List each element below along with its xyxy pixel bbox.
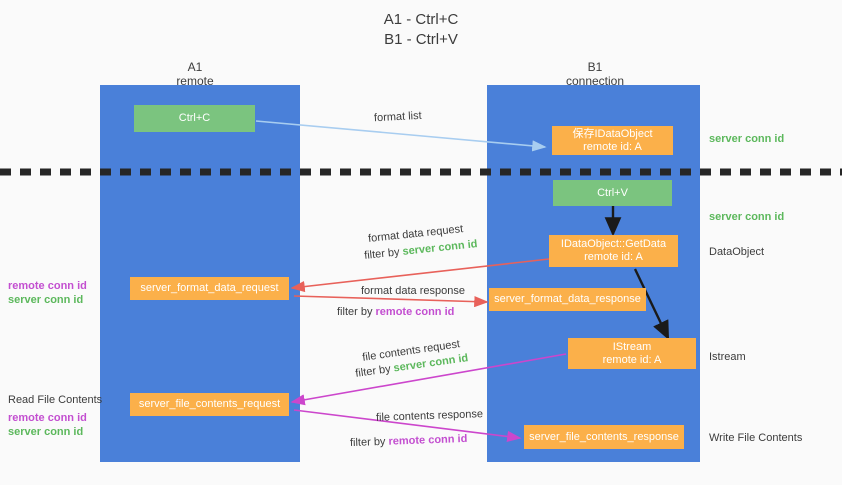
filter-key: remote conn id: [388, 432, 468, 448]
column-header-a1: A1 remote: [176, 60, 214, 88]
node-save-idataobject[interactable]: 保存IDataObject remote id: A: [552, 126, 673, 155]
node-getdata[interactable]: IDataObject::GetData remote id: A: [549, 235, 678, 267]
diagram-title: A1 - Ctrl+C B1 - Ctrl+V: [383, 11, 459, 48]
node-server-file-contents-response[interactable]: server_file_contents_response: [524, 425, 684, 449]
node-ctrl-c[interactable]: Ctrl+C: [134, 105, 255, 132]
node-server-format-data-response[interactable]: server_format_data_response: [489, 288, 646, 311]
node-server-file-contents-request[interactable]: server_file_contents_request: [130, 393, 289, 416]
label-server-conn-id-mid: server conn id: [709, 211, 785, 223]
node-server-format-data-request[interactable]: server_format_data_request: [130, 277, 289, 300]
filter-prefix: filter by: [337, 306, 376, 318]
edge-label-format-data-response: format data response: [361, 285, 465, 297]
edge-label-file-contents-response: file contents response: [375, 408, 484, 424]
label-server-conn-id-left-bottom: server conn id: [8, 426, 84, 438]
filter-key: remote conn id: [375, 306, 455, 318]
filter-prefix: filter by: [349, 435, 389, 450]
filter-prefix: filter by: [363, 245, 404, 262]
edge-label-format-data-response-filter: filter by remote conn id: [337, 305, 454, 320]
node-istream[interactable]: IStream remote id: A: [568, 338, 696, 369]
label-istream: Istream: [709, 351, 746, 363]
node-ctrl-v[interactable]: Ctrl+V: [553, 180, 672, 206]
label-remote-conn-id-mid: remote conn id: [8, 280, 87, 292]
column-header-b1: B1 connection: [565, 60, 625, 88]
filter-prefix: filter by: [354, 362, 395, 380]
label-dataobject: DataObject: [709, 246, 765, 258]
label-server-conn-id-left-mid: server conn id: [8, 294, 84, 306]
edge-label-file-contents-response-filter: filter by remote conn id: [350, 432, 468, 451]
edge-label-format-list: format list: [373, 109, 422, 125]
label-write-file-contents: Write File Contents: [709, 432, 803, 444]
label-server-conn-id-top: server conn id: [709, 133, 785, 145]
label-remote-conn-id-bottom: remote conn id: [8, 412, 87, 424]
label-read-file-contents: Read File Contents: [8, 394, 103, 406]
